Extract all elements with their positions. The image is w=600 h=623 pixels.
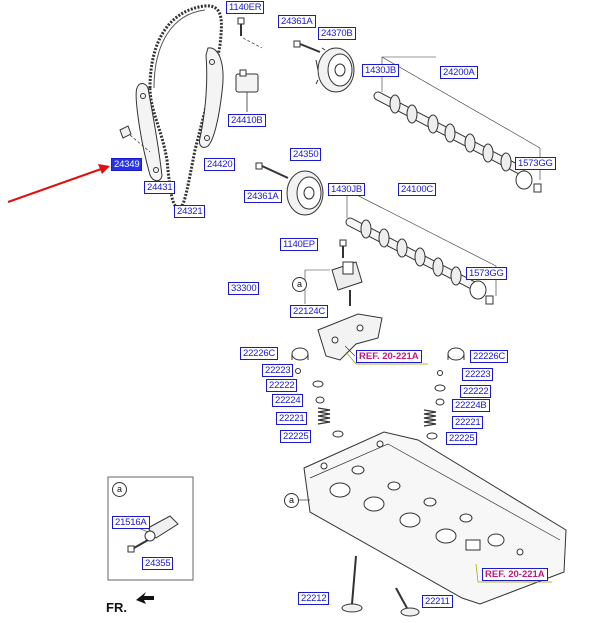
chain-tensioner — [235, 73, 259, 93]
label-22211[interactable]: 22211 — [422, 595, 453, 608]
label-22226C-right[interactable]: 22226C — [470, 350, 509, 363]
marker-a-ocv: a — [292, 277, 307, 292]
label-1430JB-top[interactable]: 1430JB — [362, 64, 400, 77]
cam-position-sensor — [127, 515, 179, 553]
front-label: FR. — [106, 600, 127, 615]
oil-bracket — [317, 313, 383, 361]
chain-guide-24420 — [199, 47, 224, 148]
label-21516A[interactable]: 21516A — [112, 516, 150, 529]
label-22225-left[interactable]: 22225 — [280, 430, 312, 443]
exhaust-camshaft — [373, 91, 533, 190]
front-arrow-icon — [136, 592, 154, 604]
valve-spring-left — [317, 407, 331, 425]
label-24370B[interactable]: 24370B — [318, 27, 356, 40]
label-1573GG-top[interactable]: 1573GG — [515, 157, 556, 170]
label-24361A-top[interactable]: 24361A — [278, 15, 316, 28]
label-24200A[interactable]: 24200A — [440, 66, 478, 79]
label-22222-left[interactable]: 22222 — [266, 379, 298, 392]
label-33300[interactable]: 33300 — [228, 282, 260, 295]
label-1140EP[interactable]: 1140EP — [280, 238, 318, 251]
label-24350[interactable]: 24350 — [290, 148, 322, 161]
valve-spring-right — [423, 409, 437, 427]
oil-control-valve — [331, 261, 363, 306]
cylinder-head — [303, 431, 567, 605]
label-22124C[interactable]: 22124C — [290, 305, 329, 318]
label-22224B[interactable]: 22224B — [452, 399, 490, 412]
label-22225-right[interactable]: 22225 — [446, 432, 478, 445]
label-24361A-mid[interactable]: 24361A — [244, 190, 282, 203]
exhaust-valve — [395, 587, 420, 617]
label-22223-left[interactable]: 22223 — [262, 364, 294, 377]
tappet-left — [291, 347, 309, 361]
label-22226C-left[interactable]: 22226C — [240, 347, 279, 360]
tappet-right — [447, 347, 465, 361]
exhaust-cam-sprocket — [315, 47, 355, 93]
label-22222-right[interactable]: 22222 — [460, 385, 492, 398]
intake-valve — [341, 555, 363, 613]
label-22221-right[interactable]: 22221 — [452, 416, 484, 429]
label-1430JB-mid[interactable]: 1430JB — [328, 183, 366, 196]
intake-cam-sprocket — [286, 170, 324, 216]
label-1573GG-mid[interactable]: 1573GG — [466, 267, 507, 280]
intake-camshaft — [345, 217, 487, 300]
label-24100C[interactable]: 24100C — [398, 183, 437, 196]
red-pointer-arrow — [7, 164, 110, 203]
label-24321[interactable]: 24321 — [174, 205, 206, 218]
label-24420[interactable]: 24420 — [204, 158, 236, 171]
label-22221-left[interactable]: 22221 — [276, 412, 308, 425]
marker-a-detail: a — [112, 482, 127, 497]
label-24431[interactable]: 24431 — [144, 181, 176, 194]
ref-link-bottom[interactable]: REF. 20-221A — [482, 568, 548, 581]
ref-link-top[interactable]: REF. 20-221A — [356, 350, 422, 363]
label-24410B[interactable]: 24410B — [228, 114, 266, 127]
marker-a-head: a — [284, 493, 299, 508]
label-24349[interactable]: 24349 — [111, 158, 143, 171]
label-22224-left[interactable]: 22224 — [272, 394, 304, 407]
timing-chain — [148, 4, 223, 210]
label-1140ER[interactable]: 1140ER — [226, 1, 265, 14]
chain-guide-24431 — [135, 83, 163, 182]
label-24355[interactable]: 24355 — [142, 557, 174, 570]
label-22212[interactable]: 22212 — [298, 592, 330, 605]
label-22223-right[interactable]: 22223 — [462, 368, 494, 381]
